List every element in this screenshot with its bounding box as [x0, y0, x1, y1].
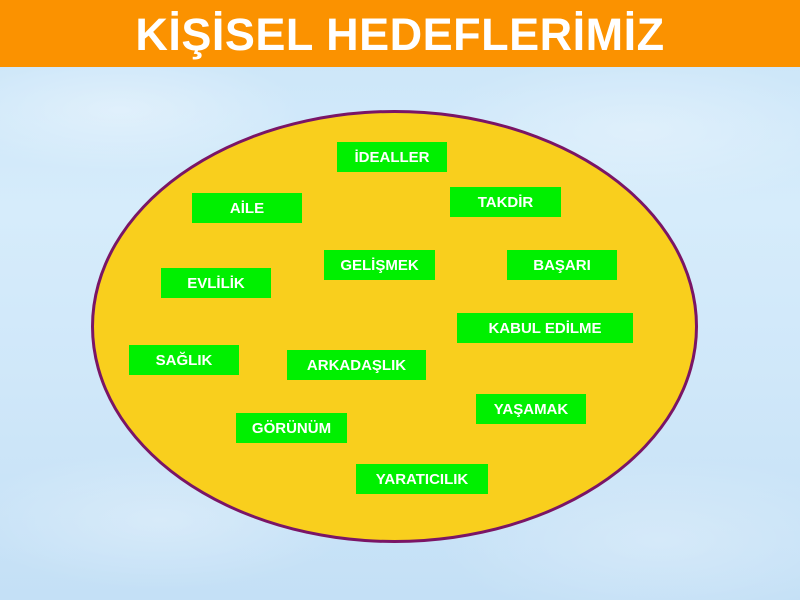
goal-box-takdir: TAKDİR — [450, 187, 561, 217]
goal-box-saglik: SAĞLIK — [129, 345, 239, 375]
goal-box-aile: AİLE — [192, 193, 302, 223]
goal-box-yaraticilik: YARATICILIK — [356, 464, 488, 494]
goal-box-gorunum: GÖRÜNÜM — [236, 413, 347, 443]
goal-box-arkadaslik: ARKADAŞLIK — [287, 350, 426, 380]
page-title: KİŞİSEL HEDEFLERİMİZ — [135, 9, 665, 60]
goal-box-yasamak: YAŞAMAK — [476, 394, 586, 424]
goal-box-kabul-edilme: KABUL EDİLME — [457, 313, 633, 343]
goal-box-basari: BAŞARI — [507, 250, 617, 280]
title-bar: KİŞİSEL HEDEFLERİMİZ — [0, 0, 800, 67]
goal-box-gelismek: GELİŞMEK — [324, 250, 435, 280]
goal-box-evlilik: EVLİLİK — [161, 268, 271, 298]
goal-box-idealler: İDEALLER — [337, 142, 447, 172]
